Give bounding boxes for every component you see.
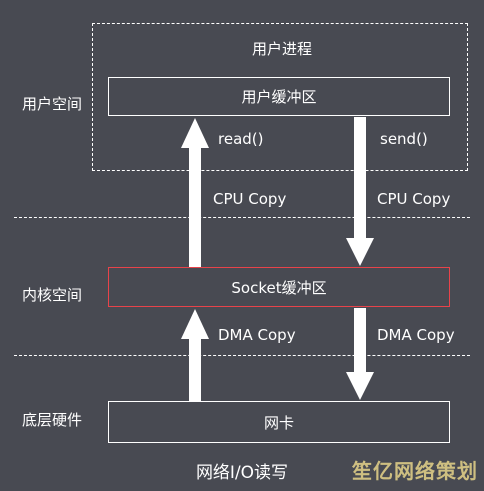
kernel-hardware-separator	[14, 355, 470, 356]
socket-buffer-box: Socket缓冲区	[108, 267, 450, 307]
send-label: send()	[380, 130, 428, 148]
user-buffer-box: 用户缓冲区	[108, 77, 450, 116]
read-label: read()	[218, 130, 264, 148]
cpu-copy-left-label: CPU Copy	[213, 190, 287, 208]
user-process-label: 用户进程	[252, 40, 313, 58]
user-process-box	[92, 23, 468, 171]
layer-label-hardware: 底层硬件	[22, 411, 83, 429]
dma-copy-left-label: DMA Copy	[218, 326, 296, 344]
send-down-arrow	[346, 117, 374, 266]
dma-down-arrow	[346, 308, 374, 400]
layer-label-user-space: 用户空间	[22, 95, 83, 113]
dma-up-arrow	[181, 309, 209, 401]
diagram-caption: 网络I/O读写	[195, 463, 289, 483]
read-up-arrow	[181, 118, 209, 267]
user-buffer-label: 用户缓冲区	[241, 88, 317, 106]
socket-buffer-label: Socket缓冲区	[231, 278, 327, 297]
watermark: 笙亿网络策划	[352, 459, 478, 483]
layer-label-kernel-space: 内核空间	[22, 286, 83, 304]
nic-label: 网卡	[263, 413, 294, 432]
user-kernel-separator	[14, 217, 470, 218]
nic-box: 网卡	[108, 401, 450, 443]
cpu-copy-right-label: CPU Copy	[377, 190, 451, 208]
dma-copy-right-label: DMA Copy	[377, 326, 455, 344]
